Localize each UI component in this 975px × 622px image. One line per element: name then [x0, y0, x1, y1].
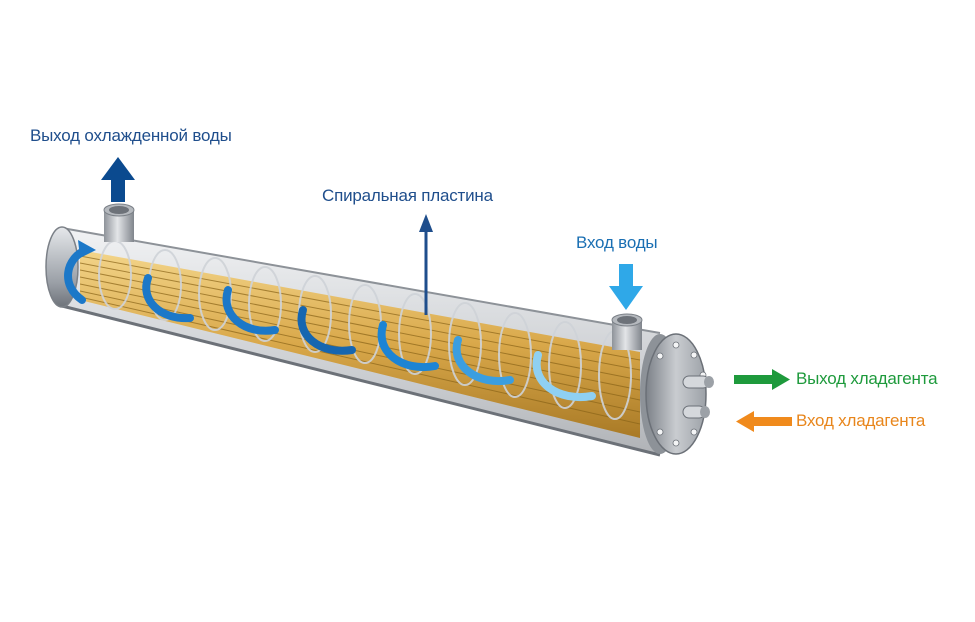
refrigerant-inlet-label: Вход хладагента	[796, 411, 926, 430]
tube-bundle	[79, 250, 641, 438]
cooled-water-outlet-arrow	[101, 157, 135, 202]
cooled-water-outlet-pipe	[103, 203, 135, 242]
refrigerant-outlet-label: Выход хладагента	[796, 369, 938, 388]
water-inlet-arrow	[609, 264, 643, 310]
cooled-water-outlet-label: Выход охлажденной воды	[30, 126, 232, 145]
right-flange	[640, 333, 714, 455]
water-inlet-pipe	[611, 313, 643, 350]
spiral-plate-label: Спиральная пластина	[322, 186, 493, 205]
water-inlet-label: Вход воды	[576, 233, 658, 252]
spiral-plate-pointer	[419, 214, 433, 315]
refrigerant-inlet-arrow	[736, 411, 792, 432]
water-flow-arrows	[64, 240, 596, 402]
refrigerant-outlet-arrow	[734, 369, 790, 390]
